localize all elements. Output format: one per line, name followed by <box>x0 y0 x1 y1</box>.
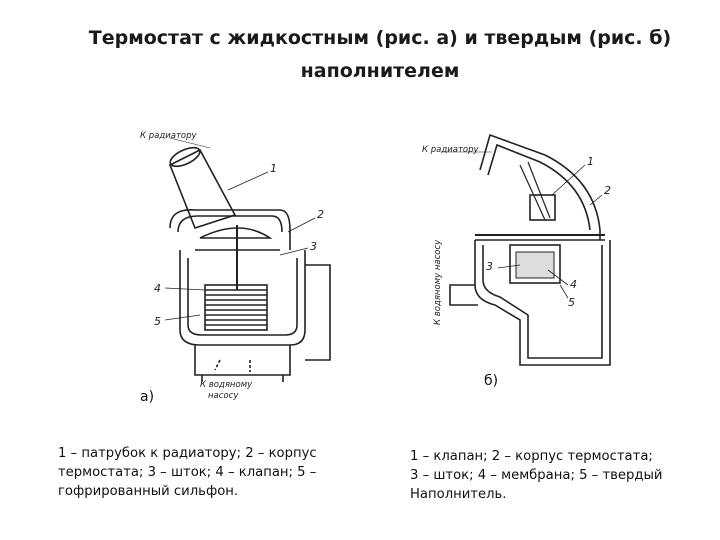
title-line-2: наполнителем <box>300 60 460 82</box>
label-to-radiator-a: К радиатору <box>140 131 197 141</box>
caption-a-line-1: 1 – патрубок к радиатору; 2 – корпус <box>58 446 317 461</box>
bellows <box>204 284 268 331</box>
caption-b-line-2: 3 – шток; 4 – мембрана; 5 – твердый <box>410 468 663 483</box>
part-number-5-b: 5 <box>568 296 575 309</box>
caption-a-line-2: термостата; 3 – шток; 4 – клапан; 5 – <box>58 465 317 480</box>
slide-title: Термостат с жидкостным (рис. а) и тверды… <box>40 22 720 88</box>
figure-a-caption: 1 – патрубок к радиатору; 2 – корпус тер… <box>58 444 378 501</box>
caption-b-line-3: Наполнитель. <box>410 487 507 502</box>
part-number-4-b: 4 <box>570 278 577 291</box>
title-line-1: Термостат с жидкостным (рис. а) и тверды… <box>88 27 672 49</box>
figure-b-caption: 1 – клапан; 2 – корпус термостата; 3 – ш… <box>410 447 710 504</box>
part-number-2-a: 2 <box>317 208 324 221</box>
label-to-pump-line1-a: К водяному <box>200 380 253 390</box>
label-to-radiator-b: К радиатору <box>422 145 479 155</box>
part-number-3-a: 3 <box>310 240 317 253</box>
thermostat-solid-drawing: К радиатору К водяному насосу 1 2 3 4 5 <box>422 133 611 366</box>
part-number-3-b: 3 <box>486 260 493 273</box>
thermostat-liquid-drawing: К радиатору 1 2 3 4 5 К водяному насосу <box>140 131 331 401</box>
part-number-5-a: 5 <box>154 315 161 328</box>
solid-filler-capsule <box>509 244 561 284</box>
part-number-2-b: 2 <box>604 184 611 197</box>
part-number-4-a: 4 <box>154 282 161 295</box>
figure-b-sublabel: б) <box>484 373 499 389</box>
part-number-1-b: 1 <box>587 155 594 168</box>
radiator-pipe <box>168 148 237 229</box>
label-to-pump-b: К водяному насосу <box>433 239 443 325</box>
caption-b-line-1: 1 – клапан; 2 – корпус термостата; <box>410 449 653 464</box>
label-to-pump-line2-a: насосу <box>208 391 239 401</box>
figure-a-sublabel: а) <box>140 389 155 405</box>
caption-a-line-3: гофрированный сильфон. <box>58 484 239 499</box>
part-number-1-a: 1 <box>270 162 277 175</box>
